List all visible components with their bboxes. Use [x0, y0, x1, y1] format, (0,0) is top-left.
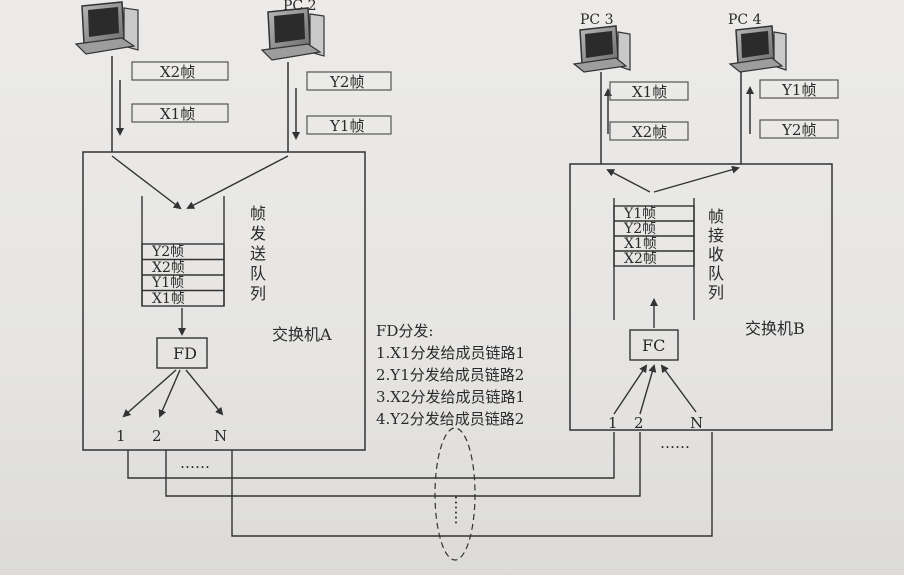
switch-a-queue-item-3: Y1帧 — [151, 275, 184, 291]
fd-text-title: FD分发: — [376, 322, 434, 340]
pc2-frame-box-1 — [306, 71, 392, 91]
switch-b-port-ellipsis: …… — [660, 434, 690, 452]
switch-b-port-2: 2 — [634, 414, 644, 432]
switch-b-queue-item-4: X2帧 — [624, 251, 657, 267]
switch-a-queue-label-4: 队 — [250, 264, 266, 283]
link-aggregation-ellipse — [434, 427, 476, 561]
fd-text-line-2: 2.Y1分发给成员链路2 — [376, 366, 524, 384]
switch-b-out-arrow-1 — [606, 169, 651, 193]
switch-b-queue-item-1: Y1帧 — [623, 206, 656, 222]
pc4-label: PC 4 — [728, 12, 762, 28]
switch-a-queue-label-2: 发 — [250, 224, 266, 243]
switch-b-queue-label-1: 帧 — [708, 207, 724, 226]
fd-text-line-4: 4.Y2分发给成员链路2 — [376, 410, 524, 428]
pc2-frame-2: Y1帧 — [329, 117, 364, 135]
switch-b-queue-item-2: Y2帧 — [623, 221, 656, 237]
pc3-label: PC 3 — [580, 12, 614, 28]
switch-a-queue-item-4: X1帧 — [152, 291, 185, 307]
switch-a-fd-arrow-1 — [122, 369, 177, 418]
member-link-2 — [165, 432, 641, 497]
switch-a-fd-arrow-2 — [158, 369, 181, 418]
pc3-computer-icon — [572, 25, 631, 73]
switch-b-fc-label: FC — [642, 336, 665, 355]
switch-b-fc-arrow-n — [660, 364, 697, 413]
pc1-frame-box-1 — [131, 61, 229, 81]
pc4-frame-1: Y1帧 — [781, 81, 816, 99]
switch-a-name: 交换机A — [272, 325, 332, 344]
pc4-frame-box-2 — [759, 119, 839, 139]
pc3-frame-box-2 — [609, 121, 689, 141]
switch-a-fd-arrow-n — [185, 369, 224, 416]
switch-b-queue-label-4: 队 — [708, 264, 724, 283]
switch-a-in-arrow-2 — [186, 155, 289, 209]
pc3-frame-box-1 — [609, 81, 689, 101]
switch-a-queue-label-3: 送 — [250, 244, 266, 263]
switch-a-port-ellipsis: …… — [180, 454, 210, 472]
switch-a-in-arrow-1 — [111, 155, 182, 210]
link-ellipsis: …… — [451, 495, 469, 525]
pc1-frame-2: X1帧 — [160, 105, 195, 123]
pc3-frame-1: X1帧 — [632, 83, 667, 101]
switch-b-out-arrow-2 — [653, 165, 740, 193]
pc2-frame-1: Y2帧 — [329, 73, 364, 91]
switch-b-queue-label-5: 列 — [708, 283, 724, 302]
switch-a-fd-box — [156, 337, 208, 369]
switch-b-box — [569, 163, 833, 431]
pc4-computer-icon — [728, 25, 787, 73]
switch-a-queue-item-1: Y2帧 — [151, 244, 184, 260]
switch-a-port-1: 1 — [116, 427, 126, 445]
fd-text-line-1: 1.X1分发给成员链路1 — [376, 344, 525, 362]
pc1-frame-box-2 — [131, 103, 229, 123]
fd-text-line-3: 3.X2分发给成员链路1 — [376, 388, 525, 406]
pc4-frame-2: Y2帧 — [781, 121, 816, 139]
switch-b-name: 交换机B — [745, 319, 805, 338]
pc1-frame-1: X2帧 — [160, 63, 195, 81]
switch-b-port-1: 1 — [608, 414, 618, 432]
switch-b-fc-arrow-2 — [639, 364, 657, 415]
pc2-frame-box-2 — [306, 115, 392, 135]
switch-b-queue-label-2: 接 — [708, 226, 724, 245]
switch-b-fc-arrow-1 — [613, 364, 648, 415]
switch-a-queue-label-5: 列 — [250, 284, 266, 303]
switch-a-queue-item-2: X2帧 — [152, 260, 185, 276]
switch-a-fd-label: FD — [173, 344, 197, 363]
switch-b-queue-item-3: X1帧 — [624, 236, 657, 252]
pc3-frame-2: X2帧 — [632, 123, 667, 141]
switch-a-port-n: N — [214, 427, 227, 445]
switch-b-queue-label-3: 收 — [708, 245, 724, 264]
switch-a-box — [82, 151, 366, 451]
pc4-frame-box-1 — [759, 79, 839, 99]
pc2-label: PC 2 — [283, 0, 317, 14]
pc2-computer-icon — [260, 7, 325, 61]
switch-a-port-2: 2 — [152, 427, 162, 445]
pc1-computer-icon — [74, 1, 139, 55]
switch-a-queue-label-1: 帧 — [250, 204, 266, 223]
member-link-1 — [127, 432, 615, 479]
member-link-n — [231, 432, 713, 537]
switch-b-port-n: N — [690, 414, 703, 432]
switch-b-fc-box — [629, 329, 679, 361]
